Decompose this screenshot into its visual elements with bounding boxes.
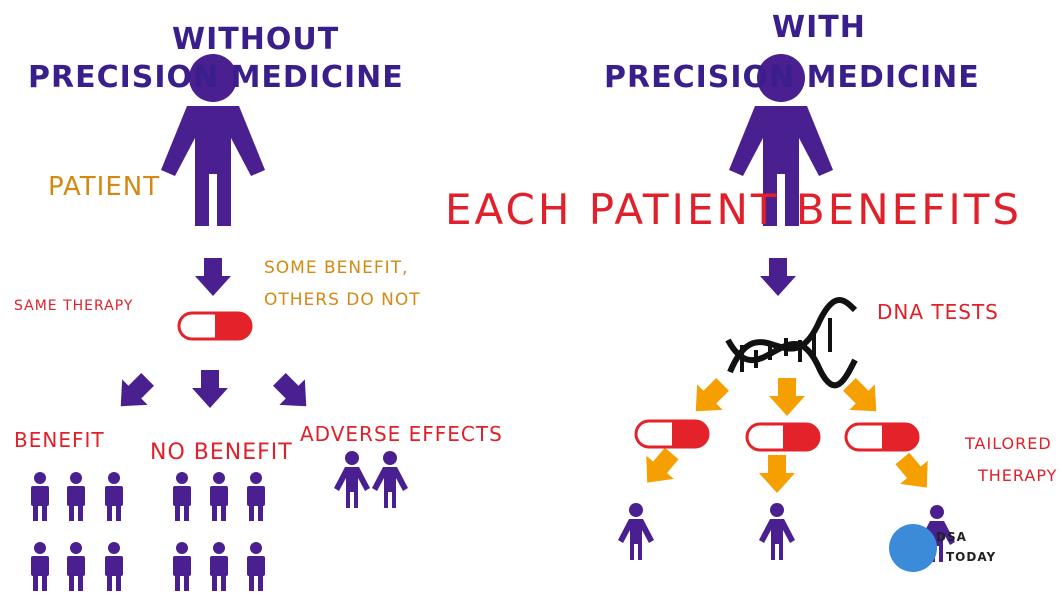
logo-circle	[889, 524, 937, 572]
patient-label: PATIENT	[48, 172, 161, 202]
orange-arrow-icon	[769, 378, 805, 416]
tailored-label-line1: TAILORED	[965, 434, 1052, 453]
orange-arrow-icon	[759, 455, 795, 493]
benefit-group	[31, 472, 123, 591]
left-title-line2: PRECISION MEDICINE	[28, 60, 404, 95]
right-title-line1: WITH	[772, 10, 866, 45]
arrow-icon-benefit	[108, 366, 161, 419]
right-title-line2: PRECISION MEDICINE	[604, 60, 980, 95]
outcome-benefit: BENEFIT	[14, 428, 105, 452]
note-line1: SOME BENEFIT,	[264, 258, 409, 278]
orange-arrow-icon	[633, 441, 686, 495]
no-benefit-group	[173, 472, 265, 591]
down-arrow-icon	[195, 258, 231, 296]
tailored-label-line2: THERAPY	[978, 466, 1058, 485]
pill-icon-2	[745, 422, 821, 452]
therapy-label: SAME THERAPY	[14, 298, 134, 314]
person-icon	[759, 503, 795, 560]
adverse-effects-group	[334, 451, 408, 508]
dna-tests-label: DNA TESTS	[877, 300, 999, 324]
pill-icon-1	[634, 419, 710, 449]
outcome-no-benefit: NO BENEFIT	[150, 440, 293, 465]
outcome-adverse-effects: ADVERSE EFFECTS	[300, 422, 503, 446]
headline: EACH PATIENT BENEFITS	[445, 185, 1023, 234]
arrow-icon-no-benefit	[192, 370, 228, 408]
dna-helix-icon	[725, 297, 858, 389]
left-title-line1: WITHOUT	[172, 22, 340, 57]
pill-icon-3	[844, 422, 920, 452]
logo-text-line1: DSA	[936, 530, 967, 544]
orange-arrow-icon	[683, 371, 736, 424]
note-line2: OTHERS DO NOT	[264, 290, 421, 310]
logo-text-line2: TODAY	[946, 550, 997, 564]
pill-icon	[177, 311, 253, 341]
orange-arrow-icon	[888, 446, 941, 500]
person-icon	[618, 503, 654, 560]
arrow-icon-adverse	[266, 366, 319, 419]
down-arrow-icon-right	[760, 258, 796, 296]
